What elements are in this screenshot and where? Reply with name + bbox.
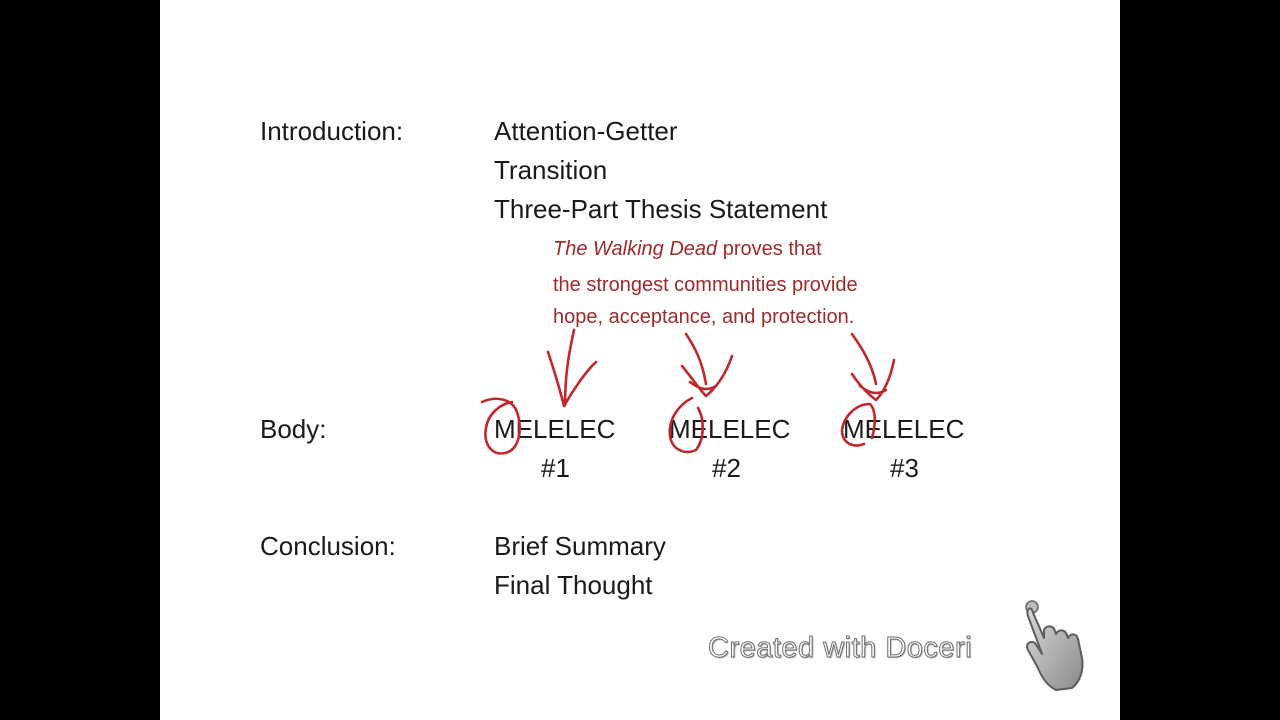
body-paragraph-3-name: MELELEC bbox=[843, 414, 965, 444]
body-label: Body: bbox=[260, 414, 327, 444]
arrow-1-icon bbox=[546, 328, 598, 408]
watermark-text: Created with Doceri bbox=[707, 632, 973, 665]
body-paragraph-1-number: #1 bbox=[541, 453, 570, 483]
slide: Introduction: Attention-Getter Transitio… bbox=[160, 0, 1120, 720]
body-paragraph-2-number: #2 bbox=[712, 453, 741, 483]
conclusion-label: Conclusion: bbox=[260, 531, 396, 561]
intro-item-transition: Transition bbox=[494, 155, 608, 185]
thesis-line-1: The Walking Dead proves that bbox=[553, 237, 822, 261]
body-paragraph-1-name: MELELEC bbox=[494, 414, 616, 444]
conclusion-item-brief-summary: Brief Summary bbox=[494, 531, 666, 561]
thesis-line-3: hope, acceptance, and protection. bbox=[553, 306, 855, 328]
thesis-title: The Walking Dead bbox=[553, 238, 718, 260]
pointing-hand-icon bbox=[1025, 600, 1084, 691]
ink-annotations bbox=[480, 328, 896, 455]
body-paragraph-3-number: #3 bbox=[890, 453, 919, 483]
intro-item-thesis: Three-Part Thesis Statement bbox=[494, 194, 828, 224]
arrow-2-icon bbox=[680, 332, 734, 398]
arrow-3-icon bbox=[850, 332, 896, 402]
thesis-line-1-rest: proves that bbox=[717, 238, 822, 260]
thesis-line-2: the strongest communities provide bbox=[553, 274, 858, 296]
introduction-label: Introduction: bbox=[260, 116, 404, 146]
intro-item-attention-getter: Attention-Getter bbox=[494, 116, 678, 146]
conclusion-item-final-thought: Final Thought bbox=[494, 570, 653, 600]
body-paragraph-2-name: MELELEC bbox=[669, 414, 791, 444]
